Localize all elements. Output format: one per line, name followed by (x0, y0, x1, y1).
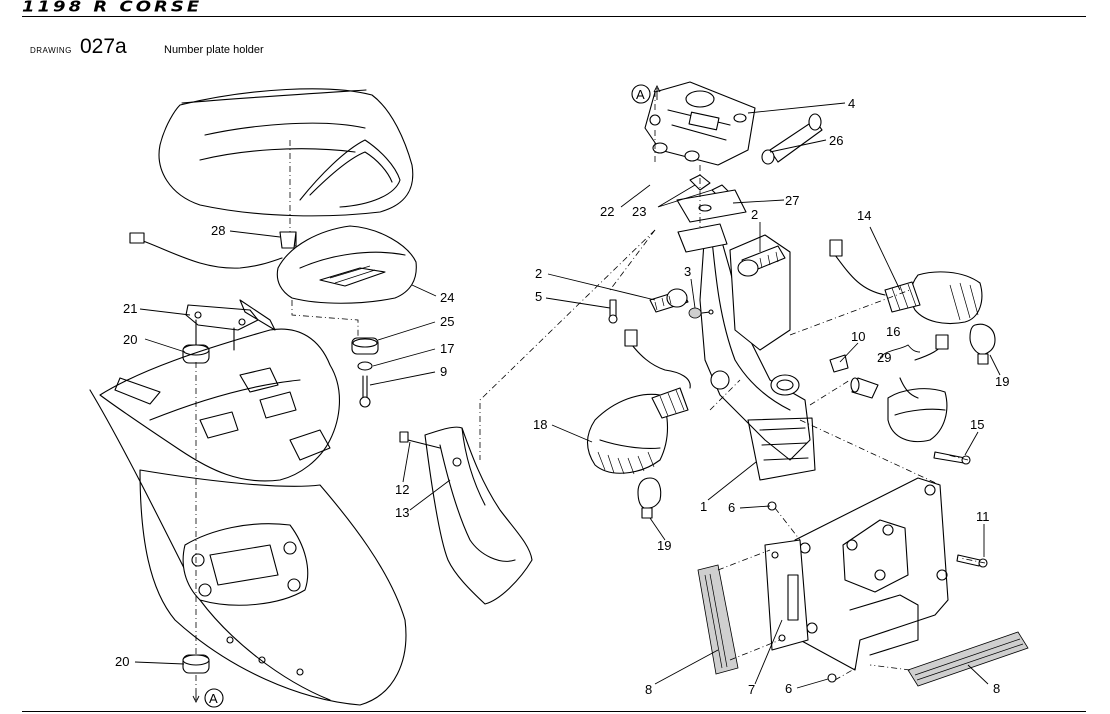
callout-label: 9 (440, 364, 447, 379)
callout-label: 2 (751, 207, 758, 222)
ref-marker-label: A (636, 87, 645, 102)
callout-label: 24 (440, 290, 454, 305)
bulb-19-right (969, 323, 996, 365)
callout-label: 2 (535, 266, 542, 281)
nut-6 (767, 501, 837, 683)
callout-label: 25 (440, 314, 454, 329)
callout-label: 15 (970, 417, 984, 432)
washer-3 (688, 307, 714, 319)
undertray-part (89, 299, 340, 701)
callout-label: 20 (115, 654, 129, 669)
drawing-number: 027a (80, 35, 127, 58)
tail-light-part (129, 225, 417, 304)
fastener-23 (676, 174, 747, 253)
drawing-title: Number plate holder (164, 44, 264, 56)
rear-fender-part (139, 469, 407, 706)
upper-bracket-part (644, 81, 756, 166)
bulb-19-left (637, 477, 662, 519)
left-hardware (279, 231, 379, 408)
turn-signal-right (829, 239, 983, 325)
spacer-rod-part (761, 113, 823, 165)
callout-label: 18 (533, 417, 547, 432)
callout-label: 11 (976, 509, 990, 524)
callout-label: 5 (535, 289, 542, 304)
dash-lines-right (479, 90, 986, 681)
callout-label: 14 (857, 208, 871, 223)
callout-label: 17 (440, 341, 454, 356)
callout-leaders (134, 102, 1001, 689)
callout-label: 29 (877, 350, 891, 365)
callout-label: 10 (851, 329, 865, 344)
callout-label: 4 (848, 96, 855, 111)
callout-label: 3 (684, 264, 691, 279)
assembly-line (291, 300, 359, 336)
screw-11 (956, 554, 988, 568)
footer-rule (22, 711, 1086, 712)
callout-label: 8 (645, 682, 652, 697)
callout-label: 21 (123, 301, 137, 316)
callout-label: 16 (886, 324, 900, 339)
ref-marker-bottom: A (192, 688, 224, 708)
brand-logo: 1198 R CORSE (22, 0, 203, 16)
callout-label: 23 (632, 204, 646, 219)
drawing-label: DRAWING (30, 46, 72, 55)
ref-marker-top: A (631, 84, 661, 104)
callout-label: 19 (657, 538, 671, 553)
callout-label: 8 (993, 681, 1000, 696)
reflector-8-right (907, 631, 1029, 687)
license-light-part (850, 334, 949, 443)
callout-label: 6 (785, 681, 792, 696)
turn-signal-left (586, 329, 691, 475)
callout-label: 27 (785, 193, 799, 208)
small-bracket-10 (829, 354, 849, 373)
tail-fairing-part (158, 88, 414, 217)
callout-label: 1 (700, 499, 707, 514)
ref-marker-label: A (209, 691, 218, 706)
screw-5 (608, 299, 618, 324)
license-light-cover-part (399, 426, 533, 605)
callout-label: 28 (211, 223, 225, 238)
callout-label: 6 (728, 500, 735, 515)
stud-2-upper (737, 245, 786, 277)
callout-label: 22 (600, 204, 614, 219)
header-rule (22, 16, 1086, 17)
callout-label: 19 (995, 374, 1009, 389)
reflector-8-left (697, 564, 739, 675)
mount-plate-part (182, 304, 259, 364)
stud-2-lower (649, 288, 689, 313)
plate-bracket-part (764, 477, 949, 671)
callout-label: 20 (123, 332, 137, 347)
callout-label: 13 (395, 505, 409, 520)
callout-label: 12 (395, 482, 409, 497)
screw-15 (933, 451, 971, 465)
callout-label: 26 (829, 133, 843, 148)
callout-label: 7 (748, 682, 755, 697)
